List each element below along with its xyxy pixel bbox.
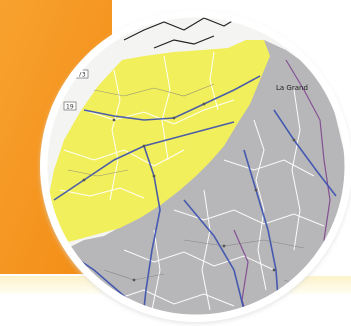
- town-markers: [82, 102, 296, 282]
- svg-text:19: 19: [66, 104, 74, 111]
- map-circle-edge: [44, 14, 348, 318]
- map-content: 73 19 14 La Grand: [46, 16, 346, 316]
- svg-text:73: 73: [78, 72, 86, 79]
- road-badge-19: 19: [63, 101, 77, 111]
- region-map: 73 19 14 La Grand: [24, 0, 351, 326]
- place-label-la-grand: La Grand: [276, 84, 308, 92]
- svg-text:14: 14: [62, 258, 70, 265]
